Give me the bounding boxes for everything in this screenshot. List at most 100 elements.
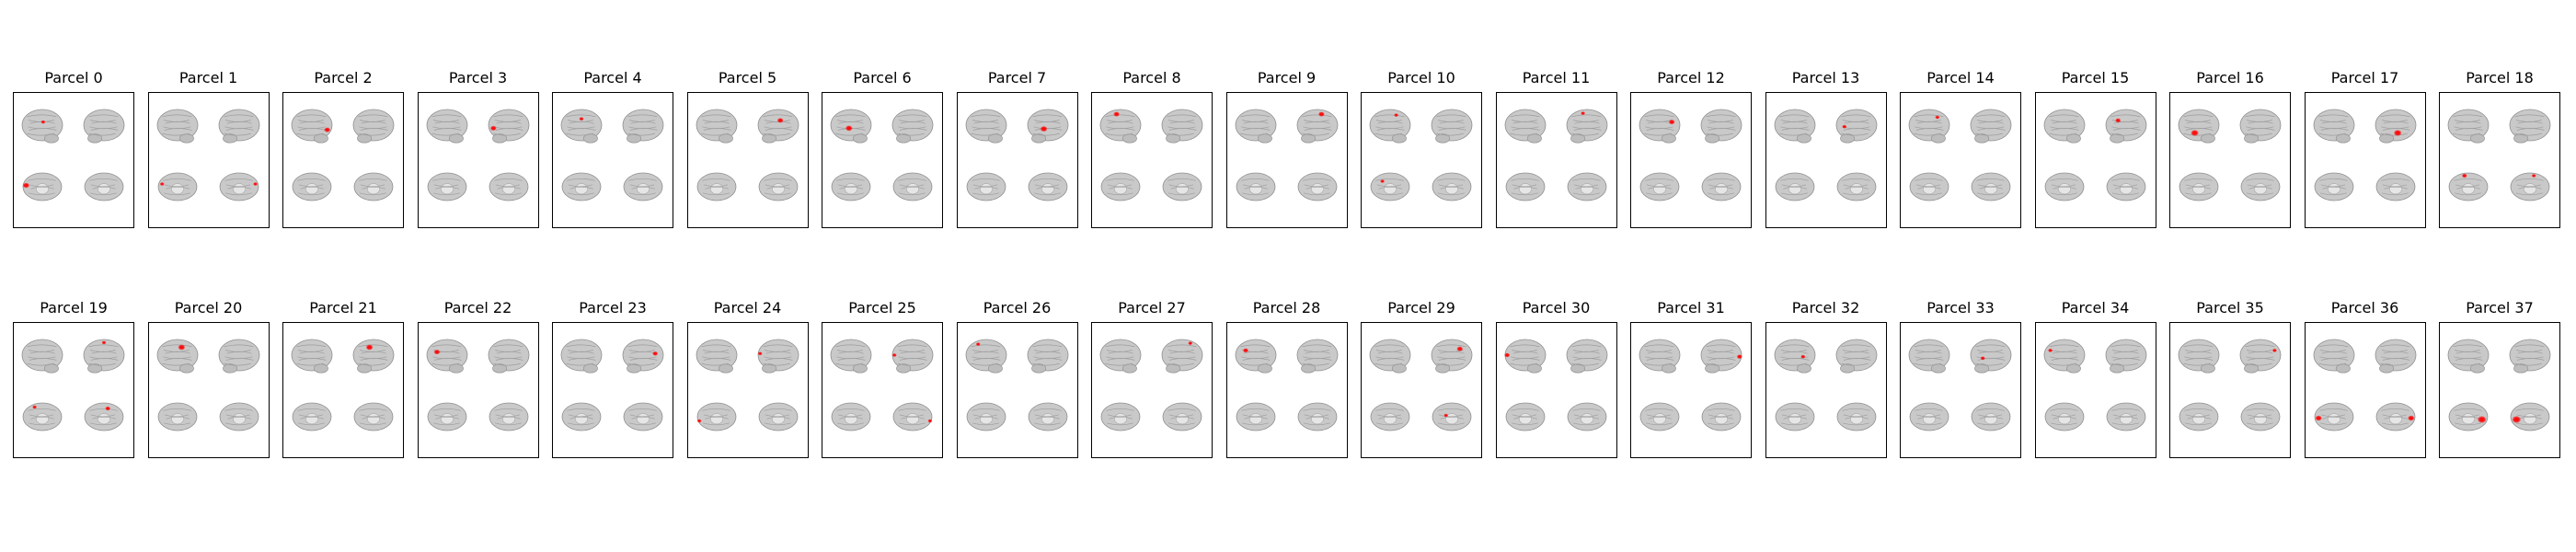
- sulcus-line: [1706, 362, 1733, 366]
- parcel-title: Parcel 13: [1791, 69, 1860, 86]
- sulcus-line: [1571, 408, 1601, 411]
- sulcus-line: [1035, 186, 1060, 190]
- sulcus-line: [1242, 128, 1270, 131]
- brain-left-medial-view: [696, 402, 736, 431]
- sulcus-line: [2455, 128, 2483, 131]
- sulcus-line: [700, 344, 730, 348]
- medial-wall-shape: [366, 413, 381, 425]
- hemisphere-surface: [488, 339, 529, 372]
- sulcus-line: [1375, 178, 1404, 181]
- sulcus-line: [431, 132, 459, 136]
- sulcus-line: [1168, 414, 1194, 418]
- cerebellum-shape: [313, 133, 328, 144]
- sulcus-line: [1646, 422, 1673, 426]
- sulcus-line: [161, 344, 191, 348]
- cerebellum-shape: [582, 133, 598, 144]
- sulcus-line: [2515, 178, 2544, 181]
- sulcus-line: [2383, 351, 2409, 354]
- sulcus-line: [27, 114, 57, 118]
- activation-spot: [757, 351, 763, 356]
- sulcus-line: [1167, 192, 1195, 196]
- activation-spot: [2531, 174, 2536, 178]
- parcel-frame: [147, 322, 270, 458]
- sulcus-line: [2187, 186, 2212, 190]
- sulcus-line: [2320, 358, 2348, 361]
- medial-wall-shape: [709, 183, 723, 195]
- brain-left-lateral-view: [291, 339, 333, 374]
- sulcus-line: [566, 114, 596, 118]
- sulcus-line: [1706, 132, 1733, 136]
- brain-right-lateral-view: [622, 109, 664, 144]
- sulcus-line: [2379, 114, 2409, 118]
- sulcus-line: [2382, 184, 2407, 188]
- sulcus-line: [1916, 351, 1942, 354]
- parcel-frame: [1900, 322, 2021, 458]
- brain-right-lateral-view: [2375, 109, 2416, 144]
- hemisphere-surface: [2105, 109, 2146, 142]
- sulcus-line: [700, 114, 730, 118]
- sulcus-line: [1512, 184, 1536, 188]
- brain-left-lateral-view: [965, 109, 1006, 144]
- brain-left-lateral-view: [965, 339, 1006, 374]
- sulcus-line: [432, 192, 460, 196]
- hemisphere-surface: [1835, 109, 1877, 142]
- sulcus-line: [1438, 358, 1466, 361]
- sulcus-line: [898, 422, 926, 426]
- sulcus-line: [1915, 422, 1942, 426]
- brain-views-svg: [1369, 109, 1473, 201]
- activation-spot: [1443, 413, 1449, 418]
- brain-left-lateral-view: [560, 109, 603, 144]
- activation-spot: [32, 405, 38, 409]
- sulcus-line: [2516, 184, 2542, 188]
- sulcus-line: [1305, 121, 1330, 124]
- sulcus-line: [569, 121, 594, 124]
- hemisphere-surface: [2239, 339, 2282, 372]
- activation-spot: [2271, 348, 2277, 352]
- sulcus-line: [569, 186, 594, 190]
- sulcus-line: [568, 358, 596, 361]
- activation-spot: [177, 344, 185, 351]
- sulcus-line: [703, 128, 730, 131]
- brain-views-svg: [1369, 339, 1473, 431]
- brain-views-svg: [21, 339, 125, 431]
- sulcus-line: [1512, 128, 1539, 131]
- sulcus-line: [835, 114, 866, 118]
- activation-spot: [1394, 113, 1399, 118]
- sulcus-line: [433, 128, 461, 131]
- sulcus-line: [296, 132, 324, 136]
- brain-right-medial-view: [1432, 172, 1472, 201]
- sulcus-line: [2245, 344, 2275, 348]
- cerebellum-shape: [582, 363, 598, 374]
- parcel-frame: [686, 92, 809, 228]
- brain-right-lateral-view: [622, 339, 664, 374]
- medial-wall-shape: [501, 183, 515, 195]
- hemisphere-surface: [965, 339, 1006, 372]
- sulcus-line: [2515, 192, 2543, 196]
- sulcus-line: [1243, 186, 1268, 190]
- sulcus-line: [627, 114, 658, 118]
- sulcus-line: [1707, 408, 1735, 411]
- sulcus-line: [2455, 121, 2481, 124]
- sulcus-line: [704, 351, 730, 354]
- sulcus-line: [704, 186, 729, 190]
- sulcus-line: [2187, 416, 2212, 420]
- brain-right-medial-view: [758, 172, 798, 201]
- parcel-title: Parcel 18: [2466, 69, 2534, 86]
- sulcus-line: [970, 362, 998, 366]
- brain-left-lateral-view: [291, 109, 333, 144]
- cerebellum-shape: [2244, 363, 2260, 374]
- parcel-title: Parcel 19: [40, 299, 108, 316]
- sulcus-line: [1509, 132, 1537, 136]
- sulcus-line: [1305, 416, 1329, 420]
- cerebellum-shape: [2335, 363, 2351, 374]
- sulcus-line: [703, 414, 728, 418]
- sulcus-line: [226, 186, 251, 190]
- hemisphere-surface: [2178, 109, 2220, 142]
- hemisphere-surface: [1099, 109, 1142, 142]
- medial-wall-shape: [1788, 413, 1801, 425]
- parcel-title: Parcel 36: [2330, 299, 2399, 316]
- cerebellum-shape: [1570, 133, 1585, 144]
- brain-right-lateral-view: [218, 109, 259, 144]
- sulcus-line: [1572, 192, 1600, 196]
- brain-right-medial-view: [623, 402, 663, 431]
